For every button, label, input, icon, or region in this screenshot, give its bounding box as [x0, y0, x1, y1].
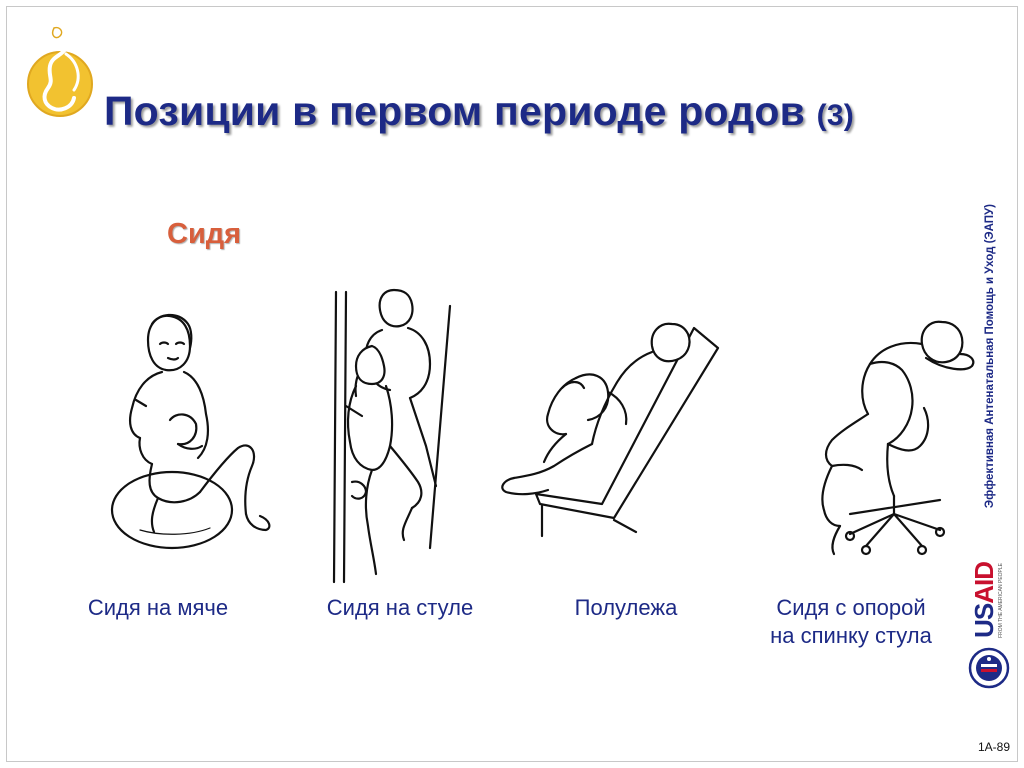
slide-number: 1A-89: [977, 740, 1010, 754]
slide-frame: [6, 6, 1018, 762]
title-number: (3): [816, 99, 854, 132]
caption-line: Сидя с опорой: [776, 595, 926, 620]
usaid-wordmark: USAID: [969, 562, 999, 638]
caption-semi-reclining: Полулежа: [556, 594, 696, 622]
woman-semi-reclining-illustration: [496, 318, 722, 538]
pregnant-woman-silhouette-logo: [26, 24, 98, 118]
caption-line: Сидя на мяче: [87, 595, 229, 620]
usaid-logo: USAID FROM THE AMERICAN PEOPLE: [968, 540, 1012, 690]
caption-sitting-on-chair: Сидя на стуле: [310, 594, 490, 622]
caption-line: Сидя на стуле: [326, 595, 474, 620]
usaid-aid: AID: [969, 562, 999, 604]
caption-sitting-on-ball: Сидя на мяче: [78, 594, 238, 622]
caption-leaning-on-chair-back: Сидя с опорой на спинку стула: [746, 594, 956, 650]
usaid-us: US: [969, 603, 999, 638]
caption-line: на спинку стула: [770, 623, 932, 648]
woman-sitting-on-ball-illustration: [100, 300, 280, 550]
program-name-vertical: Эффективная Антенатальная Помощь и Уход …: [984, 128, 1004, 508]
usaid-tagline: FROM THE AMERICAN PEOPLE: [998, 563, 1004, 638]
program-name-text: Эффективная Антенатальная Помощь и Уход …: [984, 203, 996, 508]
woman-sitting-on-chair-with-partner-illustration: [326, 286, 456, 586]
caption-line: Полулежа: [574, 595, 678, 620]
section-subtitle: Сидя: [167, 218, 242, 250]
title-text: Позиции в первом периоде родов: [104, 88, 806, 134]
page-title: Позиции в первом периоде родов (3): [104, 88, 854, 135]
woman-leaning-on-chair-back-illustration: [790, 314, 980, 560]
usaid-seal-icon: [968, 646, 1010, 690]
